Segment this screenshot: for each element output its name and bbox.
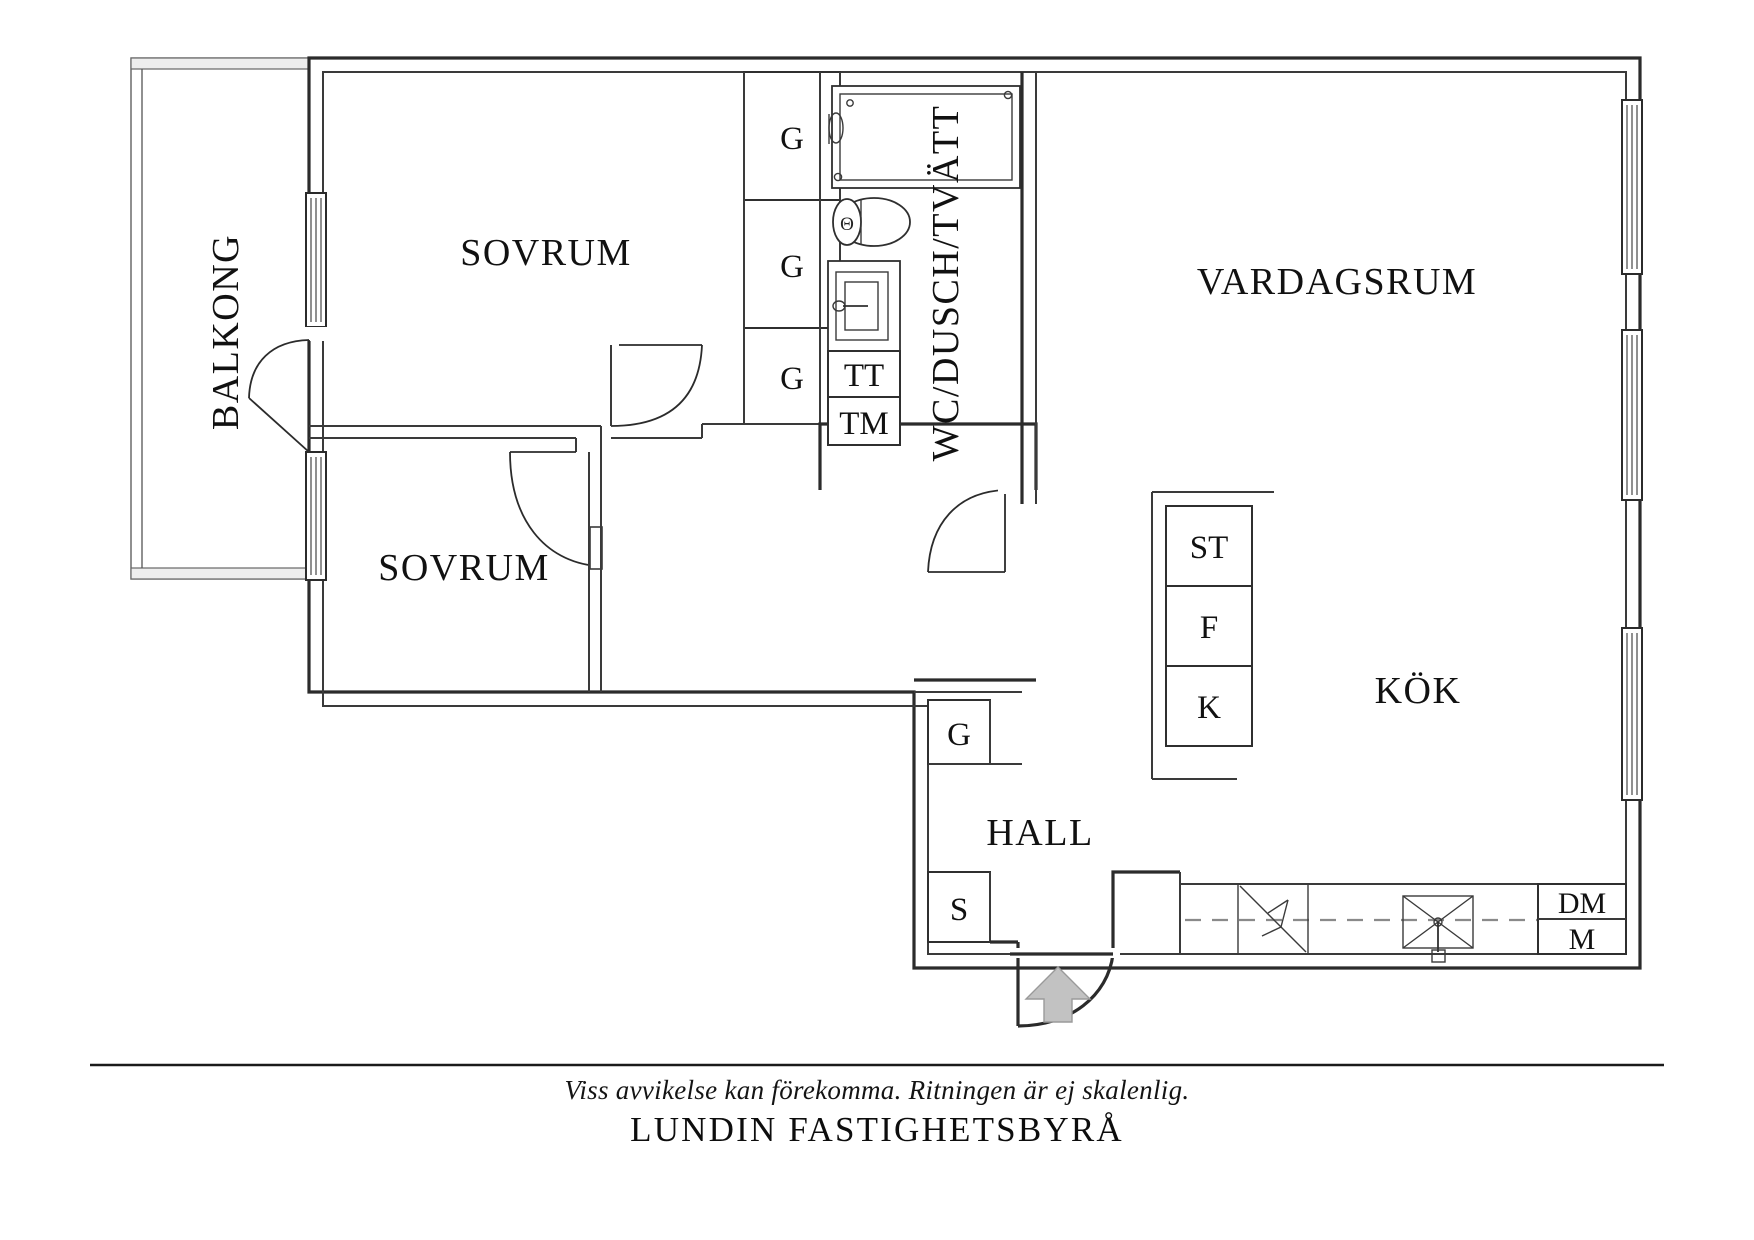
washbasin-fixture bbox=[827, 260, 901, 352]
appliance-label-m: M bbox=[1569, 923, 1596, 956]
room-label-vardagsrum: VARDAGSRUM bbox=[1197, 261, 1477, 303]
window-sovrum-1 bbox=[305, 192, 327, 328]
closet-label-s-hall: S bbox=[950, 892, 968, 928]
stove-fixture bbox=[1237, 883, 1309, 955]
shower-enclosure bbox=[828, 85, 1021, 189]
entry-arrow bbox=[1024, 966, 1092, 1023]
svg-text:Θ: Θ bbox=[840, 214, 854, 235]
window-vardagsrum-2 bbox=[1621, 329, 1643, 501]
room-label-hall: HALL bbox=[986, 812, 1093, 854]
door-bathroom bbox=[927, 484, 1012, 573]
window-sovrum-2 bbox=[305, 451, 327, 581]
room-label-balkong: BALKONG bbox=[205, 234, 247, 430]
partition-between-bedrooms bbox=[309, 425, 602, 452]
apartment-inner-wall-face bbox=[322, 71, 1627, 955]
footer-block: Viss avvikelse kan förekomma. Ritningen … bbox=[0, 1075, 1754, 1150]
closet-label-g-top: G bbox=[780, 121, 804, 157]
toilet-fixture: Θ bbox=[832, 197, 911, 247]
door-sovrum-2 bbox=[509, 451, 603, 570]
bathroom-walls bbox=[818, 72, 1038, 504]
window-vardagsrum-1 bbox=[1621, 99, 1643, 275]
room-label-sovrum-2: SOVRUM bbox=[378, 547, 550, 589]
dishwasher-microwave-cabinet bbox=[1537, 883, 1627, 955]
kitchen-sink-fixture bbox=[1402, 895, 1474, 963]
partition-sovrum2-right bbox=[588, 452, 602, 692]
appliance-label-k: K bbox=[1197, 690, 1221, 726]
room-label-wc: WC/DUSCH/TVÄTT bbox=[925, 105, 967, 462]
apartment-outer-wall bbox=[307, 56, 1642, 970]
appliance-label-tt: TT bbox=[844, 358, 884, 394]
closet-label-g-hall: G bbox=[947, 717, 971, 753]
closet-label-g-low: G bbox=[780, 361, 804, 397]
room-label-sovrum-1: SOVRUM bbox=[460, 232, 632, 274]
balcony-door bbox=[248, 327, 329, 453]
laundry-appliances bbox=[827, 350, 901, 446]
closet-label-g-mid: G bbox=[780, 249, 804, 285]
footer-disclaimer: Viss avvikelse kan förekomma. Ritningen … bbox=[564, 1075, 1190, 1105]
room-label-kok: KÖK bbox=[1375, 670, 1462, 712]
appliance-label-st: ST bbox=[1190, 530, 1229, 566]
kitchen-tall-cabinets bbox=[1151, 491, 1274, 780]
appliance-label-tm: TM bbox=[839, 406, 889, 442]
window-kok bbox=[1621, 627, 1643, 801]
entrance-door bbox=[1010, 948, 1120, 1028]
footer-brand-name: LUNDIN FASTIGHETSBYRÅ bbox=[630, 1110, 1124, 1150]
hall-closets bbox=[914, 678, 1036, 954]
appliance-label-dm: DM bbox=[1558, 887, 1606, 920]
appliance-label-f: F bbox=[1200, 610, 1218, 646]
